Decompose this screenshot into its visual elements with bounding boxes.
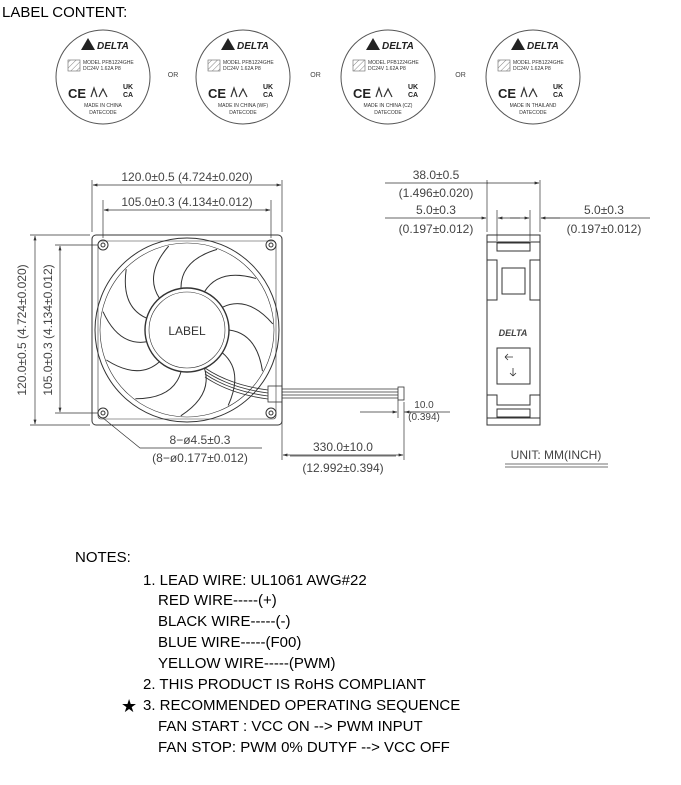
label-brand: DELTA [382,41,414,52]
side-frame [486,234,541,426]
dim-depth-in: (1.496±0.020) [399,186,474,200]
side-brand-text: DELTA [499,328,528,338]
side-dimensions [385,180,650,241]
fan-venturi [94,237,280,423]
fan-blade [221,352,236,406]
fan-blade [124,269,147,319]
label-brand: DELTA [97,41,129,52]
ce-mark-icon: CE [353,86,371,101]
dim-height-inner: 105.0±0.3 (4.134±0.012) [41,264,55,395]
ukca-top: UK [408,84,418,91]
lead-wires [204,367,405,403]
fan-front-view [91,234,405,426]
delta-logo-icon [366,38,380,50]
label-hatch-box [207,59,221,72]
dim-depth-mm: 38.0±0.5 [413,168,460,182]
ce-mark-icon: CE [208,86,226,101]
ce-mark-icon: CE [498,86,516,101]
delta-logo-icon [511,38,525,50]
label-datecode: DATECODE [89,110,117,116]
fan-blade [222,303,274,325]
dim-strip-mm: 10.0 [414,400,434,411]
ukca-bottom: CA [553,92,563,99]
or-text: OR [168,72,179,79]
label-content-title: LABEL CONTENT: [2,4,127,21]
label-origin: MADE IN CHINA (CZ) [364,103,413,109]
side-arrow-box [496,347,531,385]
label-hatch-box [67,59,81,72]
dim-width-inner: 105.0±0.3 (4.134±0.012) [121,195,252,209]
label-model: MODEL PFB1224GHE [368,60,419,66]
label-hatch-box [352,59,366,72]
ukca-bottom: CA [123,92,133,99]
label-datecode: DATECODE [229,110,257,116]
fan-blade [102,311,147,343]
label-datecode: DATECODE [374,110,402,116]
dim-flange-right-mm: 5.0±0.3 [584,203,624,217]
unit-text: UNIT: MM(INCH) [511,448,602,462]
label-origin: MADE IN THAILAND [510,103,557,109]
ukca-top: UK [123,84,133,91]
fan-blades [102,245,274,417]
dim-wire-mm: 330.0±10.0 [313,440,373,454]
ukca-bottom: CA [408,92,418,99]
dim-height-outer: 120.0±0.5 (4.724±0.020) [15,264,29,395]
delta-logo-icon [81,38,95,50]
label-rating: DC24V 1.62A P8 [223,66,261,72]
label-model: MODEL PFB1224GHE [223,60,274,66]
cert-ul-icon [230,86,248,98]
cert-ul-icon [520,86,538,98]
ce-mark-icon: CE [68,86,86,101]
or-text: OR [455,72,466,79]
side-arrows [504,353,517,377]
label-brand: DELTA [527,41,559,52]
ukca-bottom: CA [263,92,273,99]
delta-logo-icon [221,38,235,50]
dim-hole-in: (8−ø0.177±0.012) [152,451,248,465]
fan-blade [180,248,218,289]
front-dimensions [30,180,450,460]
dim-flange-right-in: (0.197±0.012) [567,222,642,236]
fan-label-text: LABEL [168,324,206,338]
dim-wire-in: (12.992±0.394) [302,461,383,475]
label-rating: DC24V 1.62A P8 [513,66,551,72]
fan-blade [228,329,263,372]
fan-blade [152,245,170,299]
label-model: MODEL PFB1224GHE [83,60,134,66]
fan-blade [180,368,207,417]
label-brand: DELTA [237,41,269,52]
or-text: OR [310,72,321,79]
label-rating: DC24V 1.62A P8 [83,66,121,72]
dim-width-outer: 120.0±0.5 (4.724±0.020) [121,170,252,184]
dim-hole-mm: 8−ø4.5±0.3 [170,433,231,447]
cert-ul-icon [90,86,108,98]
fan-blade [106,359,160,372]
fan-hub [144,287,230,373]
dim-strip-in: (0.394) [408,412,440,423]
label-rating: DC24V 1.62A P8 [368,66,406,72]
dim-flange-left-in: (0.197±0.012) [399,222,474,236]
cert-ul-icon [375,86,393,98]
fan-side-view [486,234,541,426]
label-origin: MADE IN CHINA [84,103,122,109]
fan-frame [91,234,283,426]
ukca-top: UK [553,84,563,91]
fan-blade [203,274,257,293]
ukca-top: UK [263,84,273,91]
label-origin: MADE IN CHINA (WF) [218,103,268,109]
dim-flange-left-mm: 5.0±0.3 [416,203,456,217]
fan-blade [135,371,182,400]
label-datecode: DATECODE [519,110,547,116]
label-hatch-box [497,59,511,72]
fan-frame-inner [97,240,277,420]
label-model: MODEL PFB1224GHE [513,60,564,66]
